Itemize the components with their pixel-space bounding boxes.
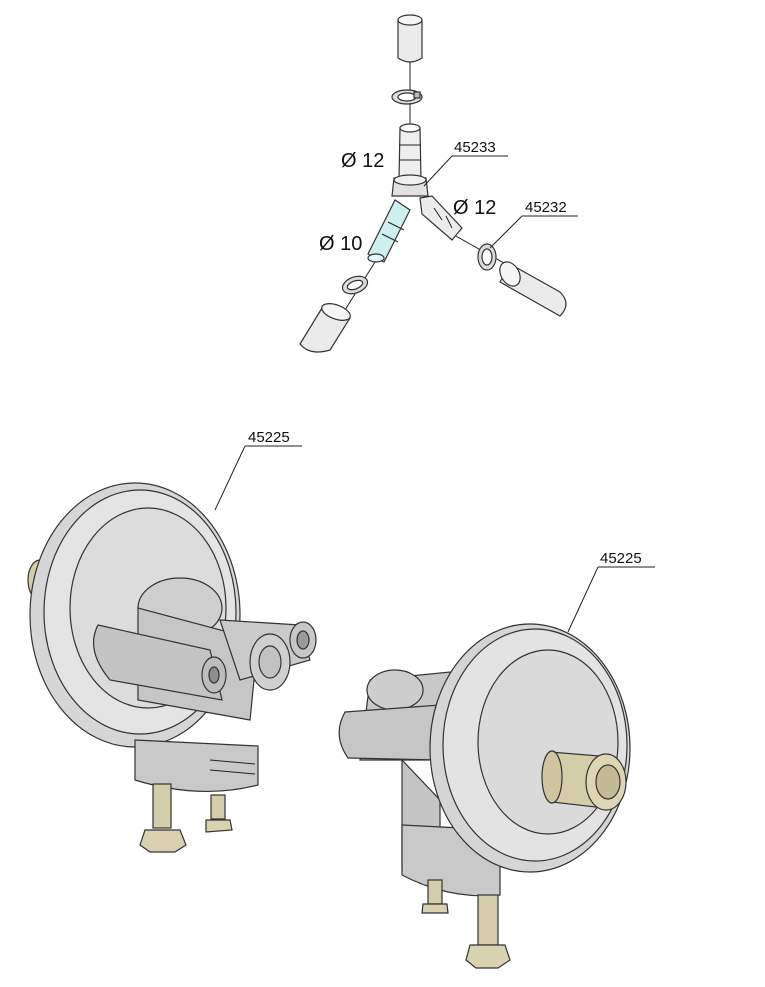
axis-lines xyxy=(344,60,521,311)
diaphragm-disc-right xyxy=(429,623,631,873)
outlet-nipples-right xyxy=(421,879,511,969)
pressure-regulator-right: 45225 xyxy=(338,550,655,969)
leader-lines-top xyxy=(423,155,578,249)
hose-clamp-left xyxy=(341,275,369,295)
hose-clamp-right xyxy=(477,243,497,271)
hose-top xyxy=(397,14,423,63)
callout-45225-right: 45225 xyxy=(600,550,642,567)
lower-collar-left xyxy=(134,739,259,793)
dimension-right-branch: Ø 12 xyxy=(453,197,496,219)
tee-left-barb-highlight xyxy=(367,199,411,263)
leader-45225-right-d xyxy=(567,566,599,633)
outlet-nipples-left xyxy=(139,783,233,853)
hose-clamp-top xyxy=(391,89,423,105)
callout-45233: 45233 xyxy=(454,139,496,156)
leader-45225-left-d xyxy=(214,445,246,511)
callout-45225-left: 45225 xyxy=(248,429,290,446)
tee-fitting-assembly: 45233 45232 Ø 12 Ø 12 Ø 10 xyxy=(299,14,578,353)
pressure-regulator-left: 45225 xyxy=(27,429,317,853)
hose-bottom-left xyxy=(299,303,351,353)
front-nipple-right xyxy=(541,750,627,811)
callout-45232: 45232 xyxy=(525,199,567,216)
tee-fitting-body xyxy=(367,123,463,263)
hose-right xyxy=(499,261,567,317)
regulator-body-left xyxy=(92,577,317,721)
dimension-top-branch: Ø 12 xyxy=(341,150,384,172)
dimension-left-branch: Ø 10 xyxy=(319,233,362,255)
